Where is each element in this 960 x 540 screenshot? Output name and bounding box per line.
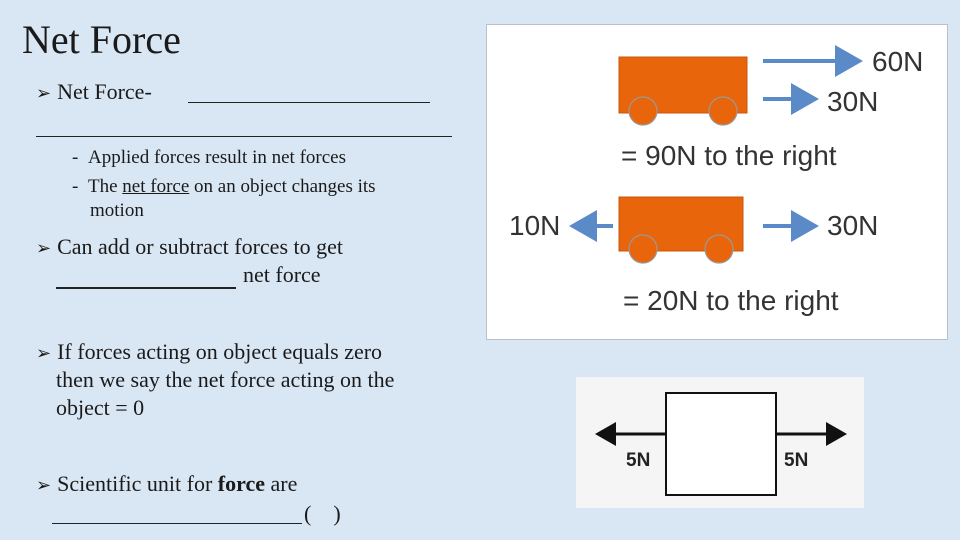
bullet-zero-net-force-line2: then we say the net force acting on the xyxy=(56,367,395,392)
sub-point-continuation: motion xyxy=(90,200,144,221)
bullet-net-force-definition: ➢Net Force- xyxy=(36,78,152,108)
force-addition-svg: 60N 30N = 90N to the right 10N 30N = 20N… xyxy=(509,45,923,316)
object-box xyxy=(665,392,777,496)
force-label-left-5n: 5N xyxy=(626,450,650,471)
top-result-text: = 90N to the right xyxy=(621,140,837,171)
bullet-zero-net-force: ➢If forces acting on object equals zero xyxy=(36,339,383,364)
top-cart xyxy=(618,56,748,126)
force-label-10n: 10N xyxy=(509,210,560,241)
sub-point-applied-forces: -Applied forces result in net forces xyxy=(72,147,346,168)
force-term: force xyxy=(217,471,266,496)
force-addition-diagram: 60N 30N = 90N to the right 10N 30N = 20N… xyxy=(486,24,948,340)
force-label-60n: 60N xyxy=(872,46,923,77)
bottom-cart xyxy=(618,196,744,264)
sub-point-net-force-motion: -The net force on an object changes its xyxy=(72,176,376,197)
force-label-right-5n: 5N xyxy=(784,450,808,471)
fill-in-blank-line xyxy=(188,102,430,103)
arrow-bullet-icon: ➢ xyxy=(36,83,52,104)
bullet-net-force-label: Net Force- xyxy=(57,79,152,104)
force-label-30n: 30N xyxy=(827,86,878,117)
balanced-forces-diagram: 5N 5N xyxy=(576,377,864,508)
bullet-unit-of-force: ➢Scientific unit for force are xyxy=(36,471,298,496)
arrow-bullet-icon: ➢ xyxy=(36,238,52,259)
net-force-term: net force xyxy=(122,176,190,197)
fill-in-blank-line xyxy=(36,136,452,137)
balanced-forces-svg: 5N 5N xyxy=(595,392,847,496)
cart-wheel xyxy=(628,96,658,126)
cart-wheel xyxy=(704,234,734,264)
bullet-add-subtract-cont: net force xyxy=(243,262,321,287)
cart-wheel xyxy=(628,234,658,264)
bottom-result-text: = 20N to the right xyxy=(623,285,839,316)
arrow-bullet-icon: ➢ xyxy=(36,343,52,364)
arrow-bullet-icon: ➢ xyxy=(36,475,52,496)
bullet-zero-net-force-line3: object = 0 xyxy=(56,395,145,420)
unit-parentheses: ( ) xyxy=(304,501,341,526)
fill-in-blank-line xyxy=(52,523,302,524)
force-label-30n-bottom: 30N xyxy=(827,210,878,241)
fill-in-blank-line xyxy=(56,287,236,289)
bullet-add-subtract: ➢Can add or subtract forces to get xyxy=(36,234,343,259)
slide-title: Net Force xyxy=(22,17,181,62)
cart-wheel xyxy=(708,96,738,126)
